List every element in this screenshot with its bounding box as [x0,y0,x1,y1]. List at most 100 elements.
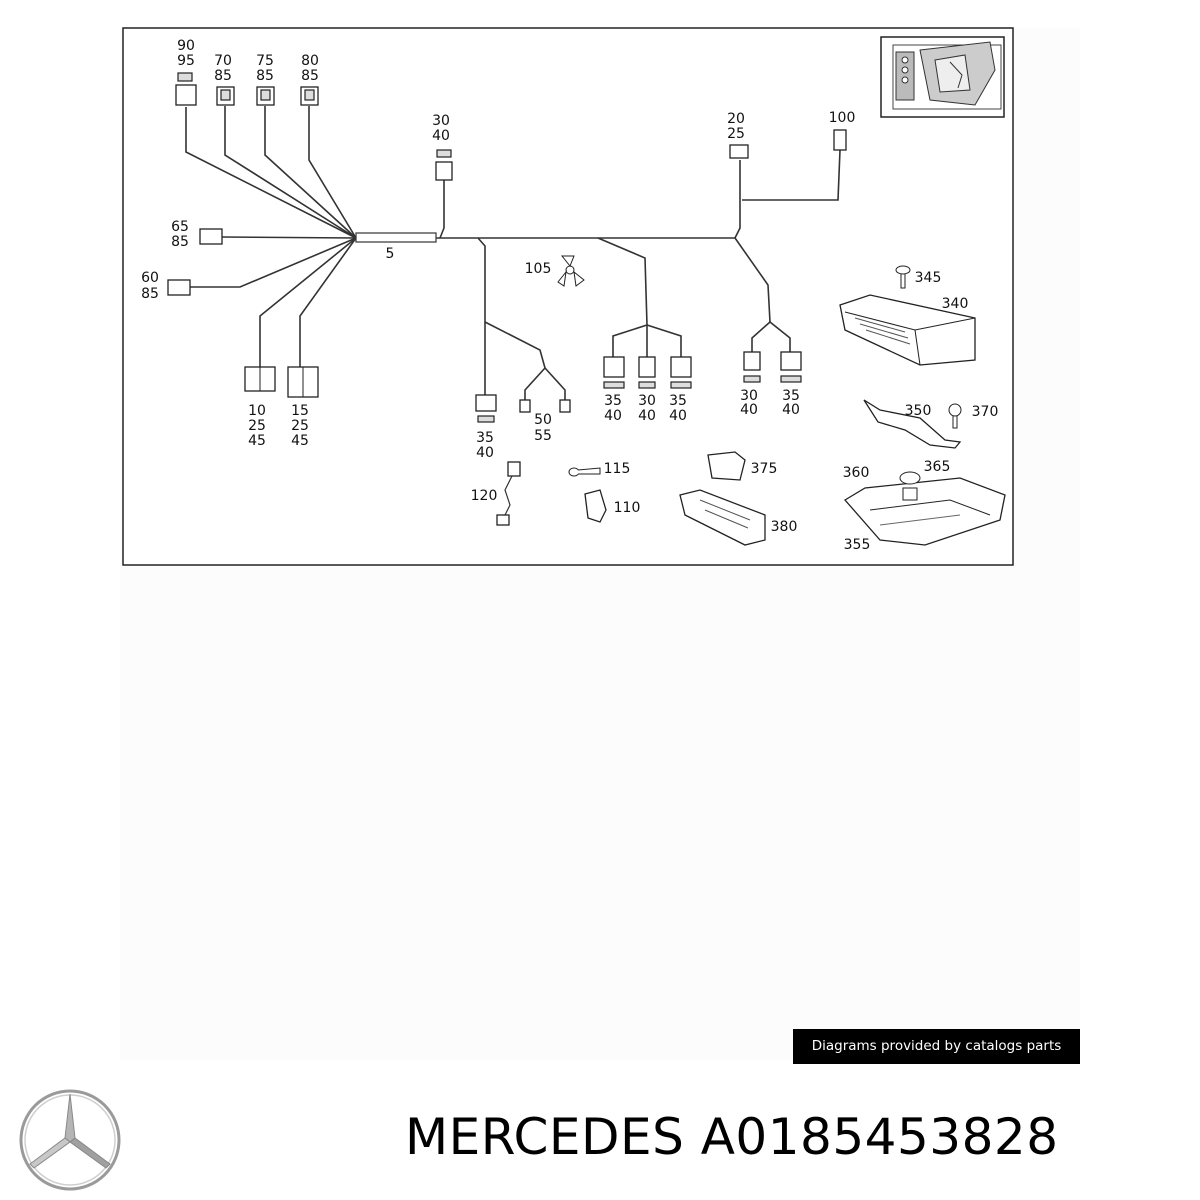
harness-sleeve [355,232,437,243]
label-45: 45 [291,433,309,449]
sensor-120 [496,461,521,526]
label-40: 40 [782,402,800,418]
label-65: 65 [171,219,189,235]
label-70: 70 [214,53,232,69]
connector-30-40-top [435,149,453,181]
svg-text:85: 85 [256,68,274,84]
svg-text:40: 40 [476,445,494,461]
part-375 [707,451,746,481]
label-40: 40 [604,408,622,424]
label-110: 110 [614,500,641,516]
svg-text:85: 85 [171,234,189,250]
label-360: 360 [843,465,870,481]
svg-text:95: 95 [177,53,195,69]
svg-text:30: 30 [432,113,450,129]
label-50: 50 [534,412,552,428]
label-25: 25 [248,418,266,434]
label-10: 10 [248,403,266,419]
label-340: 340 [942,296,969,312]
label-5: 5 [386,246,395,262]
label-35: 35 [669,393,687,409]
label-90: 90 [177,38,195,54]
label-115: 115 [604,461,631,477]
label-75: 75 [256,53,274,69]
harness-wires [185,106,841,400]
label-45: 45 [248,433,266,449]
label-85: 85 [171,234,189,250]
label-85: 85 [256,68,274,84]
bracket-350 [863,399,962,449]
svg-text:40: 40 [604,408,622,424]
connector-group-a [603,356,692,389]
label-60: 60 [141,270,159,286]
svg-text:30: 30 [638,393,656,409]
svg-text:40: 40 [782,402,800,418]
label-20: 20 [727,111,745,127]
svg-text:85: 85 [214,68,232,84]
svg-text:35: 35 [782,388,800,404]
label-35: 35 [604,393,622,409]
label-35: 35 [476,430,494,446]
svg-text:90: 90 [177,38,195,54]
mounting-tray-355 [843,477,1006,546]
svg-text:40: 40 [432,128,450,144]
connector-group-b [743,351,802,383]
label-85: 85 [141,286,159,302]
svg-text:35: 35 [669,393,687,409]
label-370: 370 [972,404,999,420]
label-380: 380 [771,519,798,535]
connector-75-85 [256,86,275,106]
label-85: 85 [301,68,319,84]
label-350: 350 [905,403,932,419]
label-55: 55 [534,428,552,444]
svg-text:55: 55 [534,428,552,444]
svg-text:40: 40 [669,408,687,424]
label-100: 100 [829,110,856,126]
product-title: MERCEDES A0185453828 [405,1108,1059,1166]
callout-labels: 90 95 70 85 75 85 80 85 30 40 20 25 100 … [141,38,998,553]
wiring-harness-diagram: 90 95 70 85 75 85 80 85 30 40 20 25 100 … [122,27,1014,566]
label-15: 15 [291,403,309,419]
nut-365-icon [899,471,921,501]
credit-banner: Diagrams provided by catalogs parts [793,1029,1080,1064]
svg-text:15: 15 [291,403,309,419]
label-120: 120 [471,488,498,504]
svg-text:70: 70 [214,53,232,69]
connector-10-25-45 [244,366,276,392]
label-105: 105 [525,261,552,277]
connector-100 [833,129,847,151]
svg-text:45: 45 [291,433,309,449]
label-30: 30 [638,393,656,409]
label-80: 80 [301,53,319,69]
label-40: 40 [432,128,450,144]
label-365: 365 [924,459,951,475]
svg-text:80: 80 [301,53,319,69]
label-375: 375 [751,461,778,477]
label-345: 345 [915,270,942,286]
label-25: 25 [291,418,309,434]
connector-20-25 [729,144,749,159]
svg-text:85: 85 [301,68,319,84]
svg-text:40: 40 [740,402,758,418]
bolt-370-icon [948,403,962,429]
svg-text:35: 35 [604,393,622,409]
connector-70-85 [216,86,235,106]
clip-110 [584,489,607,523]
svg-text:20: 20 [727,111,745,127]
connector-15-25-45 [287,366,319,398]
label-40: 40 [740,402,758,418]
control-module-340 [839,294,976,366]
connector-50-55 [519,399,571,413]
label-30: 30 [432,113,450,129]
label-355: 355 [844,537,871,553]
fan-icon [557,255,585,287]
svg-text:65: 65 [171,219,189,235]
label-40: 40 [476,445,494,461]
label-85: 85 [214,68,232,84]
svg-text:50: 50 [534,412,552,428]
svg-text:25: 25 [727,126,745,142]
label-35: 35 [782,388,800,404]
label-40: 40 [638,408,656,424]
connector-35-40-mid [475,394,497,423]
connector-80-85 [300,86,319,106]
